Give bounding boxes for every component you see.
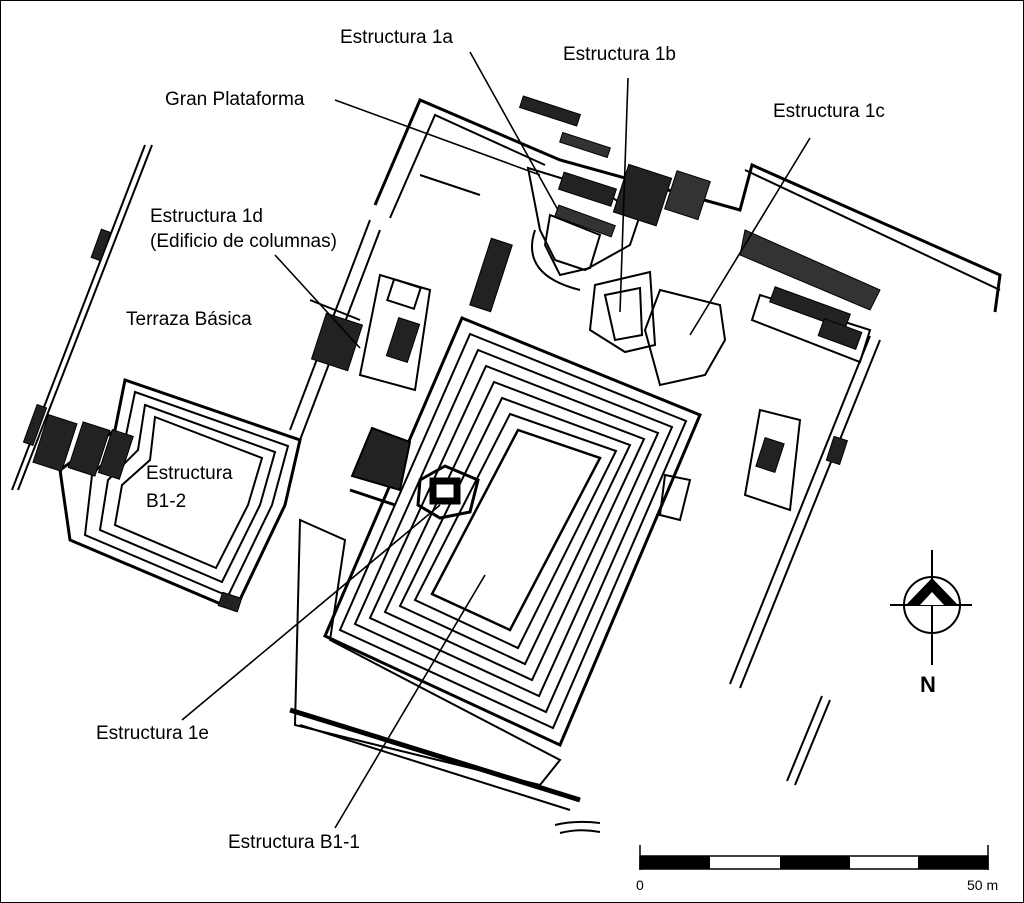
label-gran-plataforma: Gran Plataforma [165,89,305,110]
estructura-1b-plan [588,163,711,354]
estructura-1a-plan [526,166,642,291]
label-estructura-1c: Estructura 1c [773,101,885,122]
label-estructura-1d: Estructura 1d [150,206,263,227]
eastern-walls [658,335,881,786]
label-estructura-1a: Estructura 1a [340,27,453,48]
scale-bar [639,845,989,870]
label-estructura-1b: Estructura 1b [563,44,676,65]
label-estructura-1d-subtitle: (Edificio de columnas) [150,231,337,252]
leader-lines [181,51,811,829]
estructura-b1-1-plan [289,316,702,811]
estructura-1e-plan [416,464,480,520]
scale-segment [640,856,710,869]
label-estructura-b1-2-code: B1-2 [146,491,187,512]
gran-plataforma-outline [289,98,1002,441]
north-label: N [920,672,936,697]
scale-segment [918,856,988,869]
west-stair-block [349,426,412,507]
estructura-1c-plan [643,229,881,387]
scale-end-label: 50 m [967,877,999,893]
estructura-b1-2-plan [32,378,302,613]
terraza-basica-wall [11,144,153,491]
estructura-1d-plan [309,273,432,392]
scale-segment [780,856,850,869]
label-estructura-1e: Estructura 1e [96,723,209,744]
scale-start-label: 0 [636,877,644,893]
label-terraza-basica: Terraza Básica [126,309,252,330]
label-estructura-b1-2: Estructura [146,463,233,484]
north-fragments [469,95,611,313]
north-arrow [890,550,972,665]
label-estructura-b1-1: Estructura B1-1 [228,832,360,853]
